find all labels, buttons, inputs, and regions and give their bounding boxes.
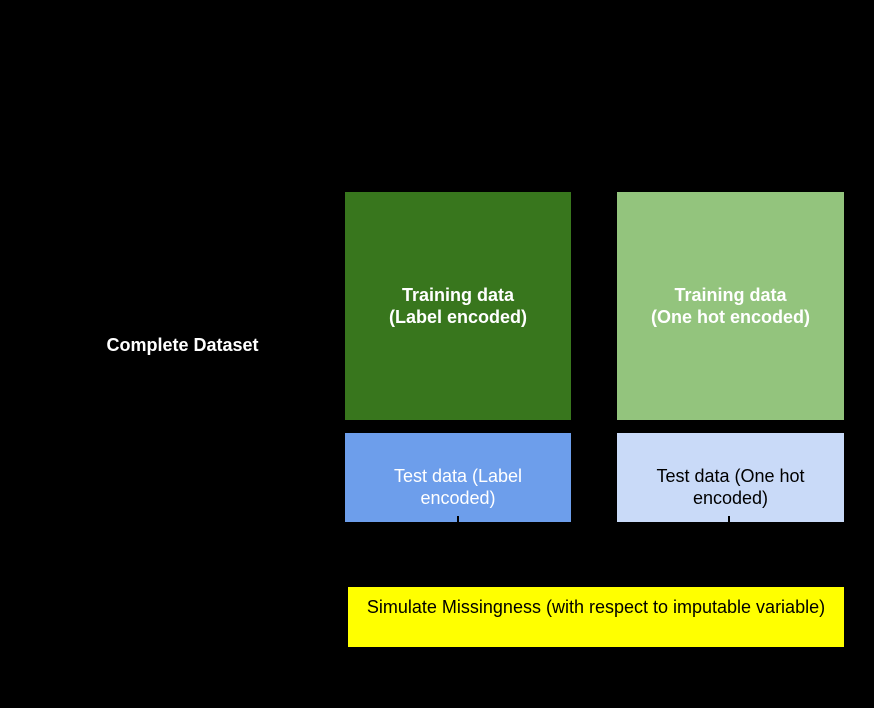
simulate-missingness-box: Simulate Missingness (with respect to im… [348, 587, 844, 647]
test-data-one-hot-encoded-text: Test data (One hot encoded) [656, 466, 805, 508]
training-data-one-hot-encoded-text: Training data (One hot encoded) [651, 285, 810, 327]
complete-dataset-label: Complete Dataset [106, 335, 259, 355]
training-data-one-hot-encoded-box: Training data (One hot encoded) [617, 192, 844, 420]
training-data-label-encoded-box: Training data (Label encoded) [345, 192, 571, 420]
training-data-label-encoded-text: Training data (Label encoded) [388, 285, 527, 327]
test-data-label-encoded-text: Test data (Label encoded) [393, 466, 523, 508]
simulate-missingness-text: Simulate Missingness (with respect to im… [366, 597, 826, 617]
connector-stub-right [728, 516, 730, 523]
test-data-label-encoded-box: Test data (Label encoded) [345, 433, 571, 522]
connector-stub-left [457, 516, 459, 523]
test-data-one-hot-encoded-box: Test data (One hot encoded) [617, 433, 844, 522]
